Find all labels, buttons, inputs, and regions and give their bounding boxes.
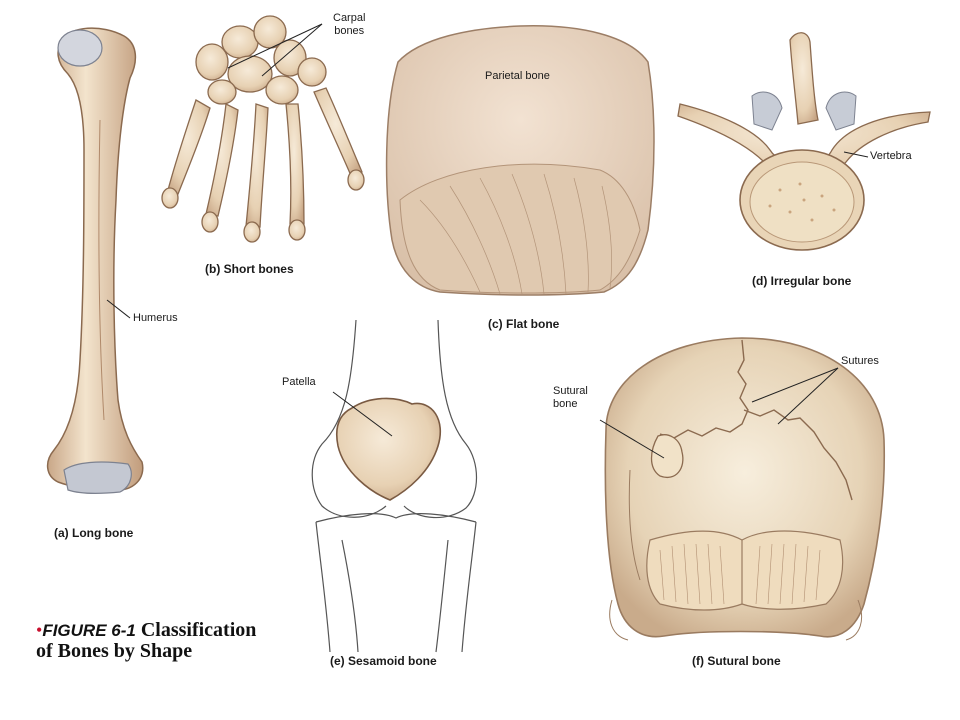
caption-irregular-bone: (d) Irregular bone [752, 274, 852, 288]
sutures-leader-line-1 [751, 367, 839, 403]
skull-sutural-bone [604, 337, 886, 641]
caption-sutural-bone: (f) Sutural bone [692, 654, 781, 668]
caption-short-bones: (b) Short bones [205, 262, 294, 276]
caption-sesamoid-bone: (e) Sesamoid bone [330, 654, 437, 668]
figure-title: •FIGURE 6-1 Classification of Bones by S… [36, 620, 256, 662]
sutures-label: Sutures [841, 355, 879, 367]
humerus-leader-line [106, 299, 131, 319]
vertebra-label: Vertebra [870, 150, 912, 162]
vertebra-irregular-bone [677, 32, 931, 251]
caption-long-bone: (a) Long bone [54, 526, 134, 540]
figure-bullet: • [36, 620, 43, 640]
hand-short-bones [161, 15, 365, 243]
knee-sesamoid-bone [311, 319, 477, 653]
patella-leader-line [332, 391, 393, 437]
carpal-bones-label-line2: bones [334, 25, 365, 37]
carpal-bones-label: Carpal bones [333, 12, 365, 38]
sutures-leader-line-2 [777, 367, 839, 425]
sutural-bone-label-line1: Sutural [553, 385, 588, 397]
parietal-bone-label: Parietal bone [485, 70, 550, 82]
carpal-leader-line-1 [227, 23, 323, 69]
sutural-bone-label: Sutural bone [553, 385, 588, 411]
humerus-label: Humerus [133, 312, 178, 324]
carpal-leader-line-2 [261, 23, 323, 77]
figure-number: FIGURE 6-1 [42, 621, 136, 640]
patella-bone [336, 397, 442, 501]
patella-label: Patella [282, 376, 316, 388]
caption-flat-bone: (c) Flat bone [488, 317, 560, 331]
sutural-bone-label-line2: bone [553, 398, 578, 410]
vertebra-leader-line [843, 151, 869, 158]
carpal-bones-label-line1: Carpal [333, 12, 366, 24]
humerus-bone [46, 27, 144, 494]
parietal-flat-bone [385, 25, 655, 296]
sutural-bone-leader-line [599, 419, 665, 459]
figure-title-line1: Classification [140, 619, 257, 641]
figure-title-line2: of Bones by Shape [36, 640, 193, 662]
